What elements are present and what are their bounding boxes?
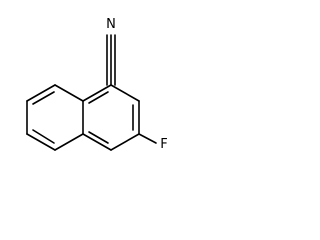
bond-c8-c7 (26, 84, 56, 102)
double-bond-c6-c5 (32, 129, 55, 144)
bond-c5-c4a (54, 133, 84, 151)
structure-diagram: N F (26, 17, 168, 152)
bond-c8a-c1 (82, 84, 112, 102)
bond-c3-f (138, 133, 157, 144)
bond-c1-c2 (110, 84, 140, 102)
bond-c6-c5 (26, 133, 56, 151)
right-ring (82, 84, 140, 151)
bond-c8a-c8 (54, 84, 84, 102)
double-bond-c1-c8a (88, 91, 109, 104)
double-bond-c4-c4a (88, 131, 109, 144)
fluorine-label: F (160, 137, 167, 152)
double-bond-c8-c7 (32, 91, 55, 105)
left-ring (26, 84, 84, 151)
nitrile-triple-bond (106, 34, 116, 86)
nitrogen-label: N (106, 17, 116, 32)
bond-c4-c4a (82, 133, 112, 151)
bond-c3-c4 (110, 133, 140, 151)
